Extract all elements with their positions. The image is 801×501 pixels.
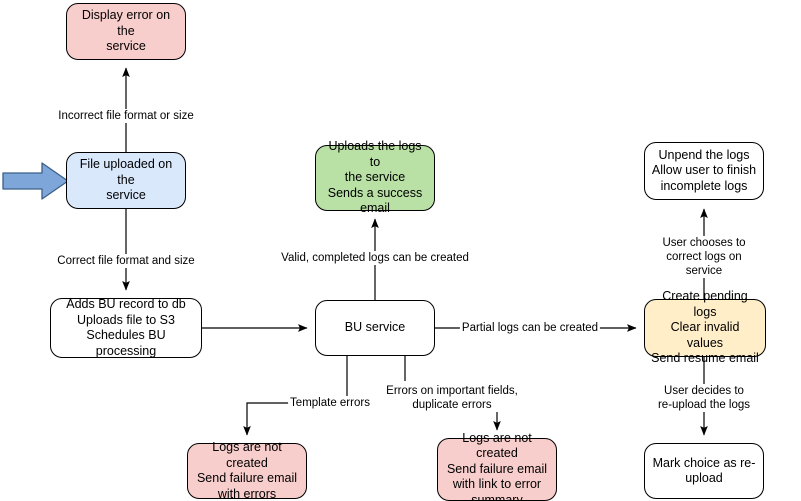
edge-label-template-errors: Template errors (288, 396, 372, 410)
edge-label-partial-logs: Partial logs can be created (459, 321, 601, 335)
edge-label-user-decides-reupload: User decides to re-upload the logs (655, 384, 753, 412)
node-unpend-the-logs[interactable]: Unpend the logs Allow user to finish inc… (644, 142, 764, 200)
node-adds-bu-record[interactable]: Adds BU record to db Uploads file to S3 … (50, 297, 202, 358)
edge-label-user-chooses-to-correct: User chooses to correct logs on service (655, 236, 753, 278)
edge-label-incorrect-file-format: Incorrect file format or size (56, 109, 196, 123)
node-mark-choice-as-re-upload[interactable]: Mark choice as re- upload (644, 443, 764, 499)
node-uploads-the-logs[interactable]: Uploads the logs to the service Sends a … (315, 139, 435, 215)
edge-label-valid-completed-logs: Valid, completed logs can be created (279, 251, 471, 265)
edge-label-important-field-errors: Errors on important fields, duplicate er… (384, 384, 520, 412)
node-create-pending-logs[interactable]: Create pending logs Clear invalid values… (644, 289, 766, 365)
node-file-uploaded-on-the-service[interactable]: File uploaded on the service (66, 152, 186, 209)
input-block-arrow (2, 162, 69, 200)
node-logs-not-created-error-summary[interactable]: Logs are not created Send failure email … (437, 431, 557, 501)
node-display-error[interactable]: Display error on the service (66, 3, 186, 60)
node-bu-service[interactable]: BU service (315, 300, 435, 356)
node-logs-not-created-with-errors[interactable]: Logs are not created Send failure email … (187, 440, 307, 501)
edge-label-correct-file-format: Correct file format and size (55, 254, 197, 268)
